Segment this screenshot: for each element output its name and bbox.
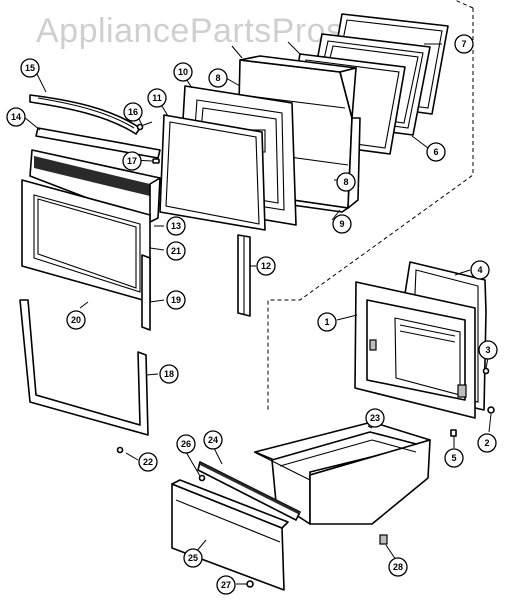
svg-text:16: 16: [128, 107, 138, 117]
door-vent-panel: [29, 149, 161, 223]
drawer-foot: [379, 534, 388, 545]
svg-text:1: 1: [324, 317, 329, 327]
callout-10: 10: [173, 62, 193, 82]
svg-text:6: 6: [433, 147, 438, 157]
door-handle: [29, 94, 141, 135]
drawer-screw: [198, 474, 206, 482]
handle-screw: [136, 121, 153, 131]
svg-text:22: 22: [143, 457, 153, 467]
svg-text:17: 17: [127, 156, 137, 166]
callout-28: 28: [388, 557, 408, 577]
svg-text:27: 27: [221, 580, 231, 590]
callout-9: 9: [332, 214, 352, 234]
svg-text:3: 3: [485, 345, 490, 355]
frame-nut: [487, 406, 495, 414]
svg-text:24: 24: [208, 435, 218, 445]
callout-6: 6: [426, 142, 446, 162]
svg-text:26: 26: [181, 439, 191, 449]
callout-11: 11: [147, 88, 167, 108]
assembly-boundary-lines: [267, 0, 474, 410]
storage-drawer: [253, 421, 431, 525]
door-hinge-channel: [237, 234, 251, 317]
callout-22: 22: [138, 452, 158, 472]
frame-pin: [450, 429, 457, 437]
callout-27: 27: [216, 575, 236, 595]
callout-23: 23: [365, 408, 385, 428]
frame-clip: [482, 367, 490, 375]
callout-7: 7: [454, 34, 474, 54]
callout-19: 19: [166, 290, 186, 310]
svg-text:11: 11: [152, 93, 162, 103]
drawer-front-panel: [171, 479, 289, 591]
svg-text:15: 15: [25, 63, 35, 73]
svg-text:20: 20: [71, 315, 81, 325]
callout-24: 24: [203, 430, 223, 450]
svg-text:21: 21: [171, 246, 181, 256]
callout-15: 15: [20, 58, 40, 78]
callout-17: 17: [122, 151, 142, 171]
callout-13: 13: [166, 216, 186, 236]
callout-12: 12: [256, 256, 276, 276]
svg-text:7: 7: [461, 39, 466, 49]
drawer-fastener: [246, 580, 254, 588]
callout-26: 26: [176, 434, 196, 454]
oven-front-frame: [354, 281, 476, 419]
svg-text:10: 10: [178, 67, 188, 77]
callout-16: 16: [123, 102, 143, 122]
callout-5: 5: [444, 448, 464, 468]
callout-4: 4: [470, 260, 490, 280]
callout-1: 1: [317, 312, 337, 332]
svg-text:13: 13: [171, 221, 181, 231]
svg-text:18: 18: [164, 369, 174, 379]
svg-text:25: 25: [188, 553, 198, 563]
door-side-trim: [141, 254, 151, 331]
svg-text:4: 4: [477, 265, 482, 275]
door-trim-strip: [35, 127, 161, 159]
callout-8-top: 8: [208, 68, 228, 88]
frame-screw: [116, 446, 124, 454]
svg-text:2: 2: [484, 438, 489, 448]
svg-text:8: 8: [343, 177, 348, 187]
svg-text:28: 28: [393, 562, 403, 572]
door-clip: [152, 158, 160, 164]
svg-text:9: 9: [339, 219, 344, 229]
svg-text:14: 14: [11, 112, 21, 122]
callout-14: 14: [6, 107, 26, 127]
callout-25: 25: [183, 548, 203, 568]
lower-door-frame: [19, 299, 149, 436]
svg-text:8: 8: [215, 73, 220, 83]
callout-21: 21: [166, 241, 186, 261]
callout-18: 18: [159, 364, 179, 384]
drawer-trim: [197, 461, 301, 521]
callout-2: 2: [477, 433, 497, 453]
svg-text:23: 23: [370, 413, 380, 423]
svg-text:5: 5: [451, 453, 456, 463]
callout-3: 3: [478, 340, 498, 360]
leader-lines: [23, 41, 492, 585]
svg-text:12: 12: [261, 261, 271, 271]
svg-text:19: 19: [171, 295, 181, 305]
callout-8-bottom: 8: [336, 172, 356, 192]
callout-20: 20: [66, 310, 86, 330]
inner-door-glass: [159, 114, 266, 231]
